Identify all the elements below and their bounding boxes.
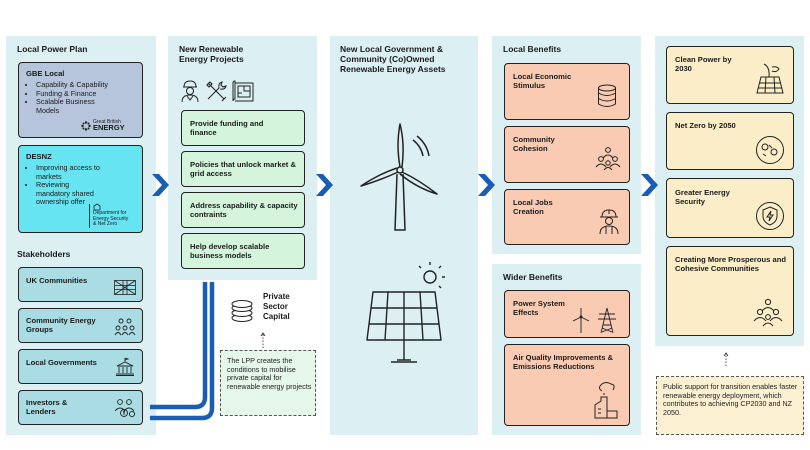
desnz-item: Improving access to markets (36, 163, 116, 181)
stakeholder-local-governments: Local Governments (18, 349, 143, 384)
desnz-logo-line3: & Net Zero (93, 221, 118, 228)
coin-stack-icon (598, 84, 616, 107)
engineer-icon (181, 80, 199, 103)
action-label: Policies that unlock market & grid acces… (190, 160, 296, 178)
stakeholder-investors-lenders: Investors & Lenders (18, 390, 143, 425)
outcome-label: Clean Power by 2030 (675, 55, 732, 73)
power-pylon-icon (572, 307, 616, 334)
gbe-logo-line1: Great British (93, 119, 121, 125)
benefit-box: Local Economic Stimulus (504, 63, 630, 120)
gbe-logo-icon (81, 121, 91, 131)
stakeholder-uk-communities: UK Communities (18, 267, 143, 302)
desnz-logo-line2: Energy Security (93, 215, 129, 222)
crest-icon (93, 203, 101, 211)
worker-icon (599, 209, 619, 235)
public-support-note: Public support for transition enables fa… (656, 376, 804, 435)
gbe-item: Funding & Finance (36, 89, 141, 99)
outcome-label: Creating More Prosperous and Cohesive Co… (675, 255, 786, 273)
benefit-box: Air Quality Improvements & Emissions Red… (504, 344, 630, 426)
gbe-local-box: GBE Local Capability & Capability Fundin… (18, 62, 143, 138)
private-capital-label: Private Sector Capital (263, 292, 290, 321)
factory-icon (594, 382, 618, 419)
assets-title: New Local Government & Community (Co)Own… (340, 44, 446, 74)
outcome-box: Greater Energy Security (666, 178, 794, 238)
benefit-label: Power System Effects (513, 299, 565, 317)
benefit-box: Power System Effects (504, 290, 630, 338)
outcome-label: Net Zero by 2050 (675, 121, 736, 130)
outcome-box: Clean Power by 2030 (666, 46, 794, 104)
action-box: Help develop scalable business models (181, 233, 305, 269)
blueprint-icon (232, 80, 254, 102)
stakeholder-label: Investors & Lenders (26, 398, 68, 416)
local-benefits-title: Local Benefits (503, 44, 562, 54)
government-building-icon (116, 357, 134, 376)
gbe-logo-line2: ENERGY (93, 123, 125, 132)
public-support-arrow (723, 352, 729, 366)
benefit-box: Community Cohesion (504, 126, 630, 183)
wider-benefits-title: Wider Benefits (503, 272, 563, 282)
outcome-box: Creating More Prosperous and Cohesive Co… (666, 246, 794, 336)
action-label: Help develop scalable business models (190, 242, 270, 260)
local-power-plan-title: Local Power Plan (17, 44, 88, 54)
stakeholders-title: Stakeholders (17, 249, 71, 259)
stakeholder-label: Local Governments (26, 358, 97, 367)
note-connector-arrow (260, 332, 266, 348)
desnz-item: Reviewing mandatory shared ownership off… (36, 180, 96, 207)
benefit-box: Local Jobs Creation (504, 189, 630, 245)
stakeholder-label: UK Communities (26, 276, 88, 285)
benefit-label: Local Economic Stimulus (513, 72, 572, 90)
energy-security-shield-icon (756, 202, 784, 230)
net-zero-icon (756, 136, 784, 164)
desnz-box: DESNZ Improving access to markets Review… (18, 145, 143, 233)
investors-icon (114, 399, 136, 418)
private-capital-note: The LPP creates the conditions to mobili… (220, 350, 316, 416)
tools-icon (206, 81, 227, 102)
benefit-label: Air Quality Improvements & Emissions Red… (513, 353, 614, 371)
community-icon (595, 147, 621, 171)
flow-chevron-1 (152, 174, 169, 196)
gbe-item: Capability & Capability (36, 80, 141, 90)
wind-turbine-icon (360, 123, 438, 231)
benefit-label: Local Jobs Creation (513, 198, 553, 216)
flow-chevron-3 (478, 174, 495, 196)
stakeholder-community-energy-groups: Community Energy Groups (18, 308, 143, 343)
private-capital-note-text: The LPP creates the conditions to mobili… (227, 356, 312, 391)
flow-pipe-connector (150, 282, 215, 421)
flow-chevron-2 (316, 174, 333, 196)
desnz-list: Improving access to markets Reviewing ma… (26, 163, 148, 207)
gbe-item: Scalable Business Models (36, 97, 104, 115)
solar-panel-icon (366, 262, 445, 363)
outcome-label: Greater Energy Security (675, 188, 730, 206)
projects-title: New Renewable Energy Projects (179, 44, 244, 64)
action-label: Address capability & capacity contraints (190, 201, 298, 219)
action-box: Provide funding and finance (181, 110, 305, 146)
assets-panel (330, 36, 478, 435)
gbe-local-title: GBE Local (26, 69, 65, 78)
gbe-logo: Great British ENERGY (81, 118, 141, 134)
desnz-logo-line1: Department for (93, 210, 127, 216)
action-label: Provide funding and finance (190, 119, 264, 137)
desnz-title: DESNZ (26, 152, 52, 161)
action-box: Policies that unlock market & grid acces… (181, 151, 305, 187)
group-icon (114, 318, 136, 336)
stakeholder-label: Community Energy Groups (26, 316, 96, 334)
clean-power-icon (756, 63, 784, 94)
desnz-logo: Department for Energy Security & Net Zer… (89, 203, 142, 228)
coin-stack-icon (231, 300, 253, 322)
benefit-label: Community Cohesion (513, 135, 555, 153)
flow-chevron-4 (641, 174, 658, 196)
public-support-note-text: Public support for transition enables fa… (663, 382, 798, 417)
action-box: Address capability & capacity contraints (181, 192, 305, 228)
prosperous-community-icon (753, 298, 783, 327)
gbe-local-list: Capability & Capability Funding & Financ… (26, 80, 141, 115)
uk-flag-icon (114, 280, 136, 295)
outcome-box: Net Zero by 2050 (666, 112, 794, 170)
